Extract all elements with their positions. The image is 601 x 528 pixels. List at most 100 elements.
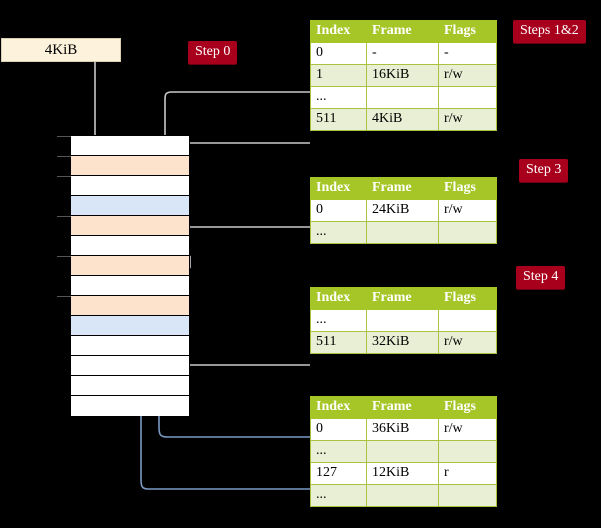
- column-header-frame: Frame: [366, 396, 439, 419]
- virtual-page-box: 4KiB: [1, 38, 121, 62]
- table-cell-frame: 36KiB: [366, 418, 439, 441]
- badge-step-3-label: Step 3: [526, 162, 562, 177]
- table-cell-frame: 4KiB: [366, 108, 439, 131]
- column-header-frame: Frame: [366, 20, 439, 43]
- column-header-frame: Frame: [366, 287, 439, 310]
- column-header-flags: Flags: [438, 287, 497, 310]
- badge-step-4: Step 4: [516, 266, 566, 289]
- table-row: ...: [310, 440, 497, 463]
- badge-steps-1-2: Steps 1&2: [513, 20, 586, 43]
- frame-tick-mark: [57, 176, 71, 177]
- table-row: ...: [310, 484, 497, 507]
- column-header-flags: Flags: [438, 20, 497, 43]
- column-header-index: Index: [310, 177, 367, 200]
- column-header-flags: Flags: [438, 177, 497, 200]
- memory-frame-row: [71, 336, 189, 356]
- table-cell-flags: r/w: [438, 64, 497, 87]
- table-cell-flags: r: [438, 462, 497, 485]
- table-cell-flags: r/w: [438, 418, 497, 441]
- table-cell-frame: 24KiB: [366, 199, 439, 222]
- virtual-page-label: 4KiB: [44, 41, 78, 58]
- physical-memory-column: [57, 135, 190, 416]
- table-cell-index: ...: [310, 221, 367, 244]
- table-cell-index: 0: [310, 418, 367, 441]
- table-cell-flags: -: [438, 42, 497, 65]
- table-cell-frame: 32KiB: [366, 331, 439, 354]
- table-cell-flags: [438, 440, 497, 463]
- memory-frame-row: [71, 236, 189, 256]
- table-cell-index: 1: [310, 64, 367, 87]
- table-cell-frame: [366, 484, 439, 507]
- table-cell-frame: -: [366, 42, 439, 65]
- table-cell-frame: 16KiB: [366, 64, 439, 87]
- column-header-frame: Frame: [366, 177, 439, 200]
- table-row: ...: [310, 221, 497, 244]
- memory-frame-row: [57, 216, 189, 236]
- column-header-index: Index: [310, 396, 367, 419]
- memory-frame-row: [71, 276, 189, 296]
- frame-tick-mark: [57, 256, 71, 257]
- table-cell-flags: [438, 484, 497, 507]
- table-cell-index: 511: [310, 331, 367, 354]
- table-row: ...: [310, 309, 497, 332]
- table-cell-frame: 12KiB: [366, 462, 439, 485]
- memory-frame-row: [71, 316, 189, 336]
- column-header-index: Index: [310, 287, 367, 310]
- memory-frame-row: [71, 196, 189, 216]
- table-cell-index: 0: [310, 199, 367, 222]
- badge-steps-1-2-label: Steps 1&2: [520, 23, 579, 38]
- memory-frame-row: [71, 356, 189, 376]
- table-cell-frame: [366, 440, 439, 463]
- badge-step-4-label: Step 4: [523, 269, 559, 284]
- table-cell-index: 0: [310, 42, 367, 65]
- memory-frame-row: [57, 296, 189, 316]
- table-cell-flags: [438, 86, 497, 109]
- memory-frame-row: [57, 156, 189, 176]
- badge-step-0-label: Step 0: [195, 44, 231, 59]
- table-cell-frame: [366, 309, 439, 332]
- frame-tick-mark: [57, 216, 71, 217]
- table-cell-flags: r/w: [438, 331, 497, 354]
- memory-frame-row: [57, 136, 189, 156]
- connector-table2-to-frame: [176, 226, 310, 269]
- table-cell-frame: [366, 86, 439, 109]
- table-cell-frame: [366, 221, 439, 244]
- column-header-index: Index: [310, 20, 367, 43]
- table-cell-index: ...: [310, 440, 367, 463]
- table-cell-flags: r/w: [438, 199, 497, 222]
- table-cell-flags: r/w: [438, 108, 497, 131]
- badge-step-0: Step 0: [188, 41, 238, 64]
- frame-tick-mark: [57, 296, 71, 297]
- table-cell-index: 127: [310, 462, 367, 485]
- table-row: 0--: [310, 42, 497, 65]
- table-cell-index: 511: [310, 108, 367, 131]
- table-cell-index: ...: [310, 484, 367, 507]
- connector-table3-to-frame: [167, 315, 310, 366]
- table-cell-flags: [438, 309, 497, 332]
- badge-step-3: Step 3: [519, 159, 569, 182]
- table-cell-index: ...: [310, 86, 367, 109]
- frame-tick-mark: [57, 156, 71, 157]
- memory-frame-row: [71, 376, 189, 396]
- table-cell-index: ...: [310, 309, 367, 332]
- memory-frame-row: [57, 256, 189, 276]
- frame-tick-mark: [57, 136, 71, 137]
- memory-frame-row: [57, 176, 189, 196]
- column-header-flags: Flags: [438, 396, 497, 419]
- table-row: ...: [310, 86, 497, 109]
